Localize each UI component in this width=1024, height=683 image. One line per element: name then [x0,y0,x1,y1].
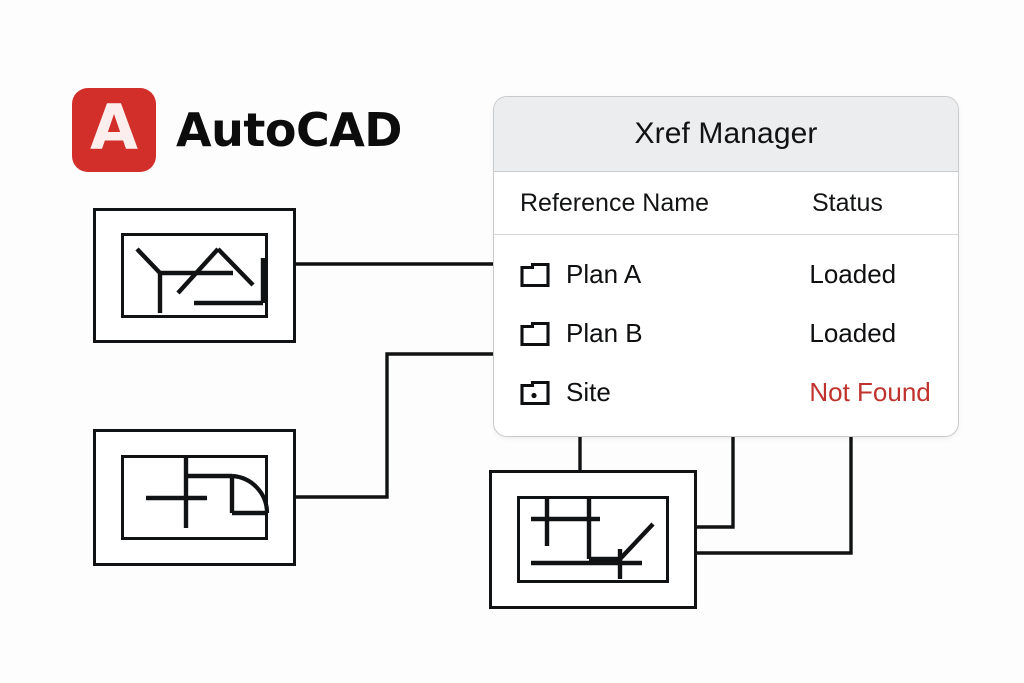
folder-icon [520,321,550,346]
row-reference-name: Plan A [566,259,642,289]
wire-site-right-lower [697,432,853,555]
drawing-bottom-left-inner [121,455,268,540]
drawing-top-left-inner [121,233,268,318]
drawing-bottom-center[interactable] [489,470,697,609]
wire-plan-b [296,352,500,499]
row-status-value: Loaded [809,259,897,289]
wire-site-right-upper [697,432,735,529]
row-name-cell: Plan B [520,318,809,349]
row-status-value: Loaded [809,318,897,348]
table-row[interactable]: Plan A Loaded [494,245,958,304]
xref-table-body: Plan A Loaded Plan B Loaded [494,235,958,422]
panel-titlebar: Xref Manager [494,97,958,172]
folder-icon [520,262,550,287]
row-name-cell: Plan A [520,259,809,290]
row-reference-name: Plan B [566,318,643,348]
autocad-logo-letter: A [90,91,138,164]
table-row[interactable]: Site Not Found [494,363,958,422]
column-header-reference-name: Reference Name [520,188,709,217]
row-status-value: Not Found [809,377,931,407]
column-header-status: Status [812,188,883,217]
row-reference-name: Site [566,377,611,407]
autocad-brand-lockup: A AutoCAD [72,88,402,172]
drawing-top-left[interactable] [93,208,296,343]
table-header-row: Reference Name Status [494,172,958,235]
drawing-bottom-left[interactable] [93,429,296,566]
table-row[interactable]: Plan B Loaded [494,304,958,363]
xref-manager-panel[interactable]: Xref Manager Reference Name Status Plan … [493,96,959,437]
folder-missing-icon [520,380,550,405]
drawing-bottom-center-inner [517,496,669,583]
autocad-logo-icon: A [72,88,156,172]
row-name-cell: Site [520,377,809,408]
panel-title: Xref Manager [634,117,818,150]
autocad-wordmark: AutoCAD [176,103,402,157]
